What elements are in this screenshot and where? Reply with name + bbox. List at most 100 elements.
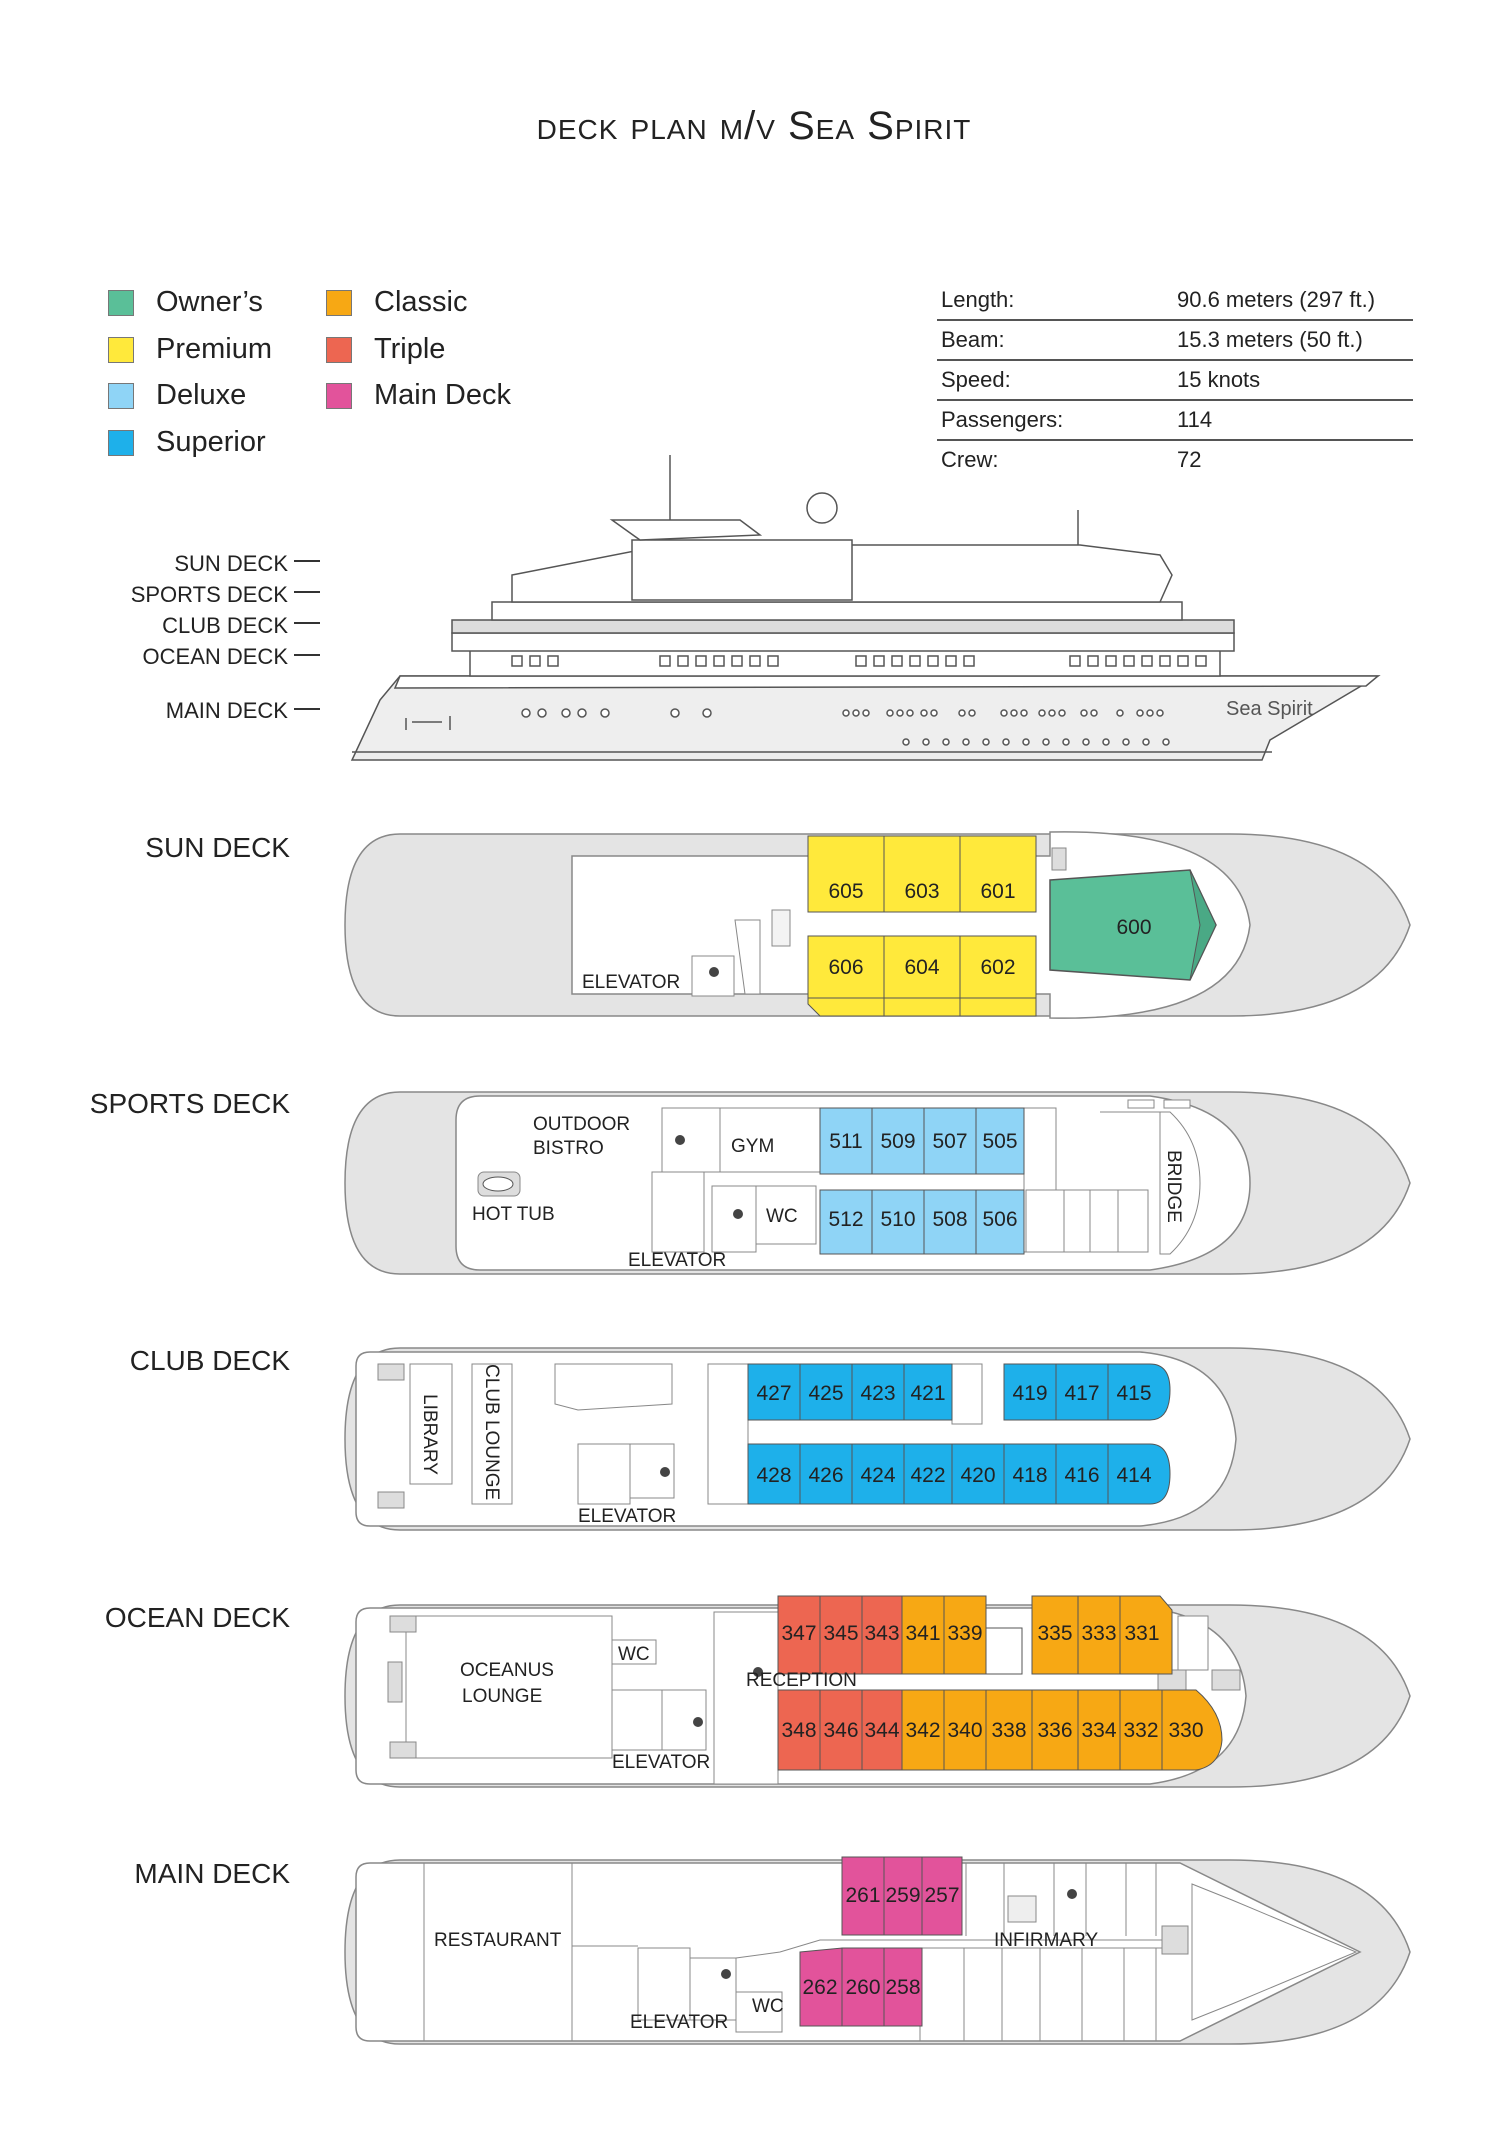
cabin-label: 414 [1116, 1464, 1151, 1487]
cabin-label: 510 [880, 1208, 915, 1231]
side-windows [511, 655, 1207, 667]
cabin-label: 421 [910, 1382, 945, 1405]
cabin-label: 604 [904, 956, 939, 979]
cabin-label: 602 [980, 956, 1015, 979]
cabin-label: 258 [885, 1976, 920, 1999]
cabin-label: 415 [1116, 1382, 1151, 1405]
legend-swatch [108, 336, 134, 363]
spec-row-crew: Crew:72 [937, 441, 1413, 479]
wc-label: WC [618, 1644, 650, 1665]
main-elevator-label: ELEVATOR [630, 2012, 728, 2033]
cabin-label: 511 [829, 1130, 862, 1153]
legend-label: Classic [374, 286, 468, 318]
cabin-label: 512 [828, 1208, 863, 1231]
cabin-label: 333 [1081, 1622, 1116, 1645]
reception-label: RECEPTION [746, 1670, 857, 1691]
ship-side-view [294, 455, 1381, 761]
cabin-label: 420 [960, 1464, 995, 1487]
cabin-label: 338 [991, 1719, 1026, 1742]
spec-label: Passengers: [941, 407, 1064, 432]
legend-label: Superior [156, 426, 266, 458]
sun-cabins-top [807, 835, 1037, 1017]
cabin-label: 428 [756, 1464, 791, 1487]
cabin-label: 506 [982, 1208, 1017, 1231]
spec-value: 15.3 meters (50 ft.) [1177, 327, 1363, 352]
side-leader-lines [294, 560, 320, 710]
cabin-label: 605 [828, 880, 863, 903]
cabin-label: 422 [910, 1464, 945, 1487]
sports-cabins [819, 1107, 1025, 1255]
cabin-label: 424 [860, 1464, 895, 1487]
cabin-label: 261 [845, 1884, 880, 1907]
legend-swatch [326, 382, 352, 409]
cabin-label: 601 [980, 880, 1015, 903]
cabin-label: 345 [823, 1622, 858, 1645]
cabin-label: 427 [756, 1382, 791, 1405]
spec-row-speed: Speed:15 knots [937, 361, 1413, 401]
sports-deck-plan [344, 1091, 1411, 1275]
sports-elevator-label: ELEVATOR [628, 1250, 726, 1271]
spec-label: Beam: [941, 327, 1005, 352]
deck-label-sports: SPORTS DECK [89, 1088, 290, 1119]
cabin-label: 260 [845, 1976, 880, 1999]
cabin-label: 505 [982, 1130, 1017, 1153]
cabin-label: 259 [885, 1884, 920, 1907]
spec-row-beam: Beam: 15.3 meters (50 ft.) [937, 321, 1413, 361]
spec-label: Length: [941, 287, 1015, 312]
cabin-label: 262 [802, 1976, 837, 1999]
side-label-club: CLUB DECK [162, 613, 288, 638]
legend-item-classic: Classic [326, 286, 467, 319]
cabin-label: 425 [808, 1382, 843, 1405]
ocean-cabins [777, 1595, 1223, 1771]
infirmary-label: INFIRMARY [994, 1930, 1098, 1951]
cabin-label: 336 [1037, 1719, 1072, 1742]
cabin-label: 343 [864, 1622, 899, 1645]
spec-value: 90.6 meters (297 ft.) [1177, 287, 1376, 312]
side-label-sports: SPORTS DECK [130, 582, 288, 607]
side-label-ocean: OCEAN DECK [142, 644, 288, 669]
legend-item-owners: Owner’s [108, 286, 263, 319]
cabin-label: 347 [781, 1622, 816, 1645]
cabin-label: 330 [1168, 1719, 1203, 1742]
legend-item-superior: Superior [108, 426, 266, 459]
cabin-label: 426 [808, 1464, 843, 1487]
club-deck-plan [344, 1347, 1411, 1531]
spec-value: 114 [1177, 407, 1213, 432]
legend-swatch [108, 289, 134, 316]
cabin-label: 507 [932, 1130, 967, 1153]
legend-swatch [326, 336, 352, 363]
side-label-sun: SUN DECK [174, 551, 288, 576]
outdoor-bistro-label: BISTRO [533, 1138, 604, 1159]
legend-item-triple: Triple [326, 333, 445, 366]
deck-label-ocean: OCEAN DECK [104, 1602, 290, 1633]
spec-value: 72 [1177, 447, 1202, 472]
legend-item-premium: Premium [108, 333, 272, 366]
sun-elevator-label: ELEVATOR [582, 972, 680, 993]
legend-label: Owner’s [156, 286, 263, 318]
specs-table: Length: 90.6 meters (297 ft.) Beam: 15.3 m… [937, 281, 1413, 479]
cabin-label: 346 [823, 1719, 858, 1742]
cabin-label: 423 [860, 1382, 895, 1405]
deck-label-sun: SUN DECK [145, 832, 290, 863]
legend-swatch [108, 429, 134, 456]
legend-item-main-deck: Main Deck [326, 379, 511, 412]
cabin-label: 339 [947, 1622, 982, 1645]
ocean-deck-plan [344, 1595, 1411, 1788]
side-label-main: MAIN DECK [165, 698, 288, 723]
cabin-label: 509 [880, 1130, 915, 1153]
cabin-label: 417 [1064, 1382, 1099, 1405]
cabin-label: 600 [1116, 916, 1151, 939]
club-cabins [747, 1363, 1171, 1505]
legend-label: Deluxe [156, 379, 247, 411]
spec-value: 15 knots [1177, 367, 1261, 392]
ocean-elevator-label: ELEVATOR [612, 1752, 710, 1773]
main-deck-plan [344, 1856, 1411, 2045]
cabin-label: 341 [905, 1622, 940, 1645]
sun-deck-plan [344, 831, 1411, 1019]
cabin-label: 418 [1012, 1464, 1047, 1487]
legend-label: Main Deck [374, 379, 511, 411]
hot-tub-label: HOT TUB [472, 1204, 555, 1225]
cabin-label: 335 [1037, 1622, 1072, 1645]
cabin-label: 257 [924, 1884, 959, 1907]
